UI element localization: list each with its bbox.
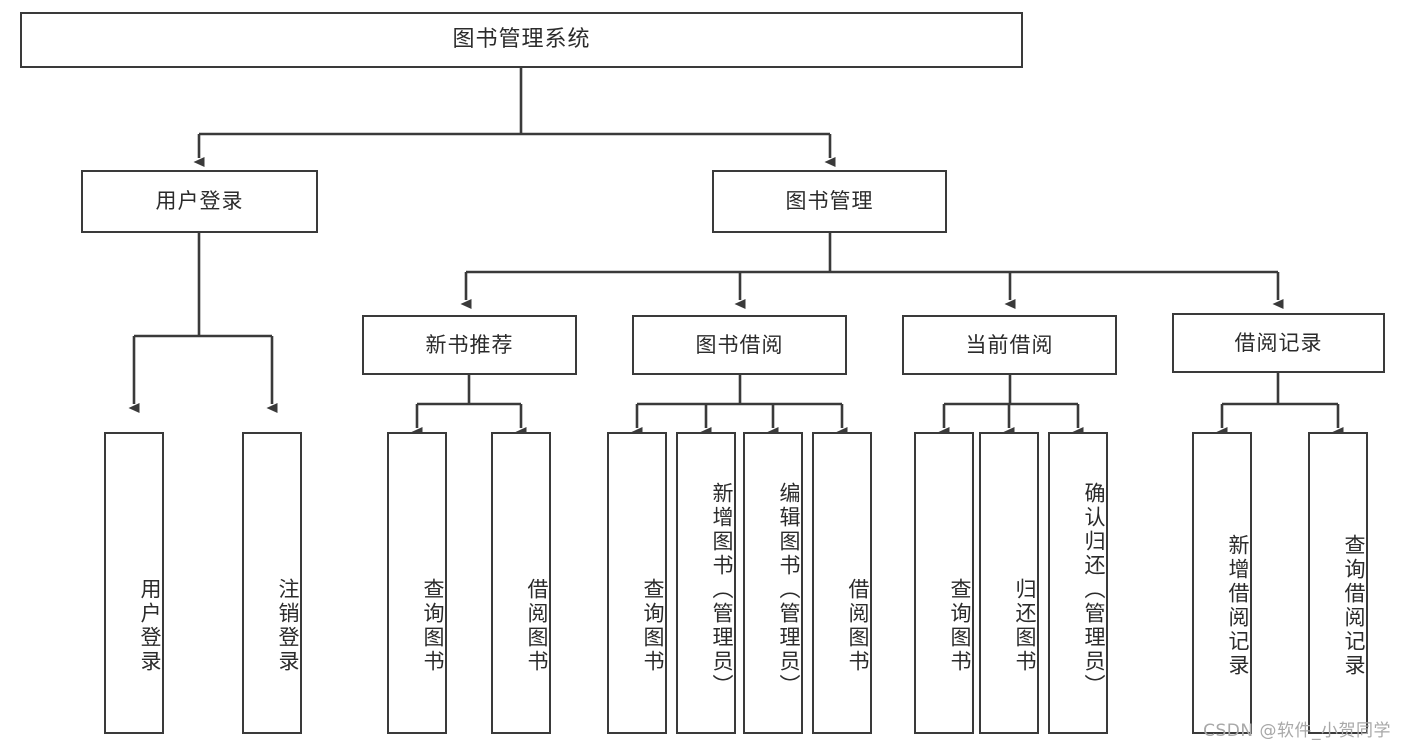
node-current-borrow[interactable]: 当前借阅	[902, 315, 1117, 375]
node-book-borrow[interactable]: 图书借阅	[632, 315, 847, 375]
leaf-logout-label: 注销登录	[276, 578, 300, 674]
leaf-add-book-admin-label: 新增图书（管理员）	[710, 482, 734, 698]
leaf-borrow-book[interactable]: 借阅图书	[812, 432, 872, 734]
watermark: CSDN @软件_小贺同学	[1203, 721, 1391, 741]
leaf-borrow-book-label: 借阅图书	[846, 578, 870, 674]
leaf-confirm-return-admin[interactable]: 确认归还（管理员）	[1048, 432, 1108, 734]
leaf-query-book-borrow[interactable]: 查询图书	[607, 432, 667, 734]
node-current-borrow-label: 当前借阅	[965, 332, 1054, 357]
leaf-query-book-current[interactable]: 查询图书	[914, 432, 974, 734]
node-new-book-recommend[interactable]: 新书推荐	[362, 315, 577, 375]
leaf-edit-book-admin-label: 编辑图书（管理员）	[777, 482, 801, 698]
leaf-query-book-current-label: 查询图书	[948, 578, 972, 674]
node-new-book-recommend-label: 新书推荐	[425, 332, 514, 357]
leaf-edit-book-admin[interactable]: 编辑图书（管理员）	[743, 432, 803, 734]
leaf-query-book-borrow-label: 查询图书	[641, 578, 665, 674]
node-borrow-record[interactable]: 借阅记录	[1172, 313, 1385, 373]
leaf-query-book-recommend[interactable]: 查询图书	[387, 432, 447, 734]
node-root-label: 图书管理系统	[452, 27, 591, 53]
leaf-add-book-admin[interactable]: 新增图书（管理员）	[676, 432, 736, 734]
leaf-user-login[interactable]: 用户登录	[104, 432, 164, 734]
leaf-add-borrow-record-label: 新增借阅记录	[1226, 534, 1250, 678]
node-user-login[interactable]: 用户登录	[81, 170, 318, 233]
leaf-logout[interactable]: 注销登录	[242, 432, 302, 734]
leaf-borrow-book-recommend-label: 借阅图书	[525, 578, 549, 674]
node-root[interactable]: 图书管理系统	[20, 12, 1023, 68]
leaf-query-borrow-record[interactable]: 查询借阅记录	[1308, 432, 1368, 734]
leaf-add-borrow-record[interactable]: 新增借阅记录	[1192, 432, 1252, 734]
node-book-management-label: 图书管理	[785, 189, 874, 214]
leaf-user-login-label: 用户登录	[138, 578, 162, 674]
leaf-confirm-return-admin-label: 确认归还（管理员）	[1082, 482, 1106, 698]
node-book-management[interactable]: 图书管理	[712, 170, 947, 233]
leaf-query-book-recommend-label: 查询图书	[421, 578, 445, 674]
leaf-return-book[interactable]: 归还图书	[979, 432, 1039, 734]
leaf-query-borrow-record-label: 查询借阅记录	[1342, 534, 1366, 678]
leaf-borrow-book-recommend[interactable]: 借阅图书	[491, 432, 551, 734]
leaf-return-book-label: 归还图书	[1013, 578, 1037, 674]
node-user-login-label: 用户登录	[155, 189, 244, 214]
node-book-borrow-label: 图书借阅	[695, 332, 784, 357]
node-borrow-record-label: 借阅记录	[1234, 330, 1323, 355]
